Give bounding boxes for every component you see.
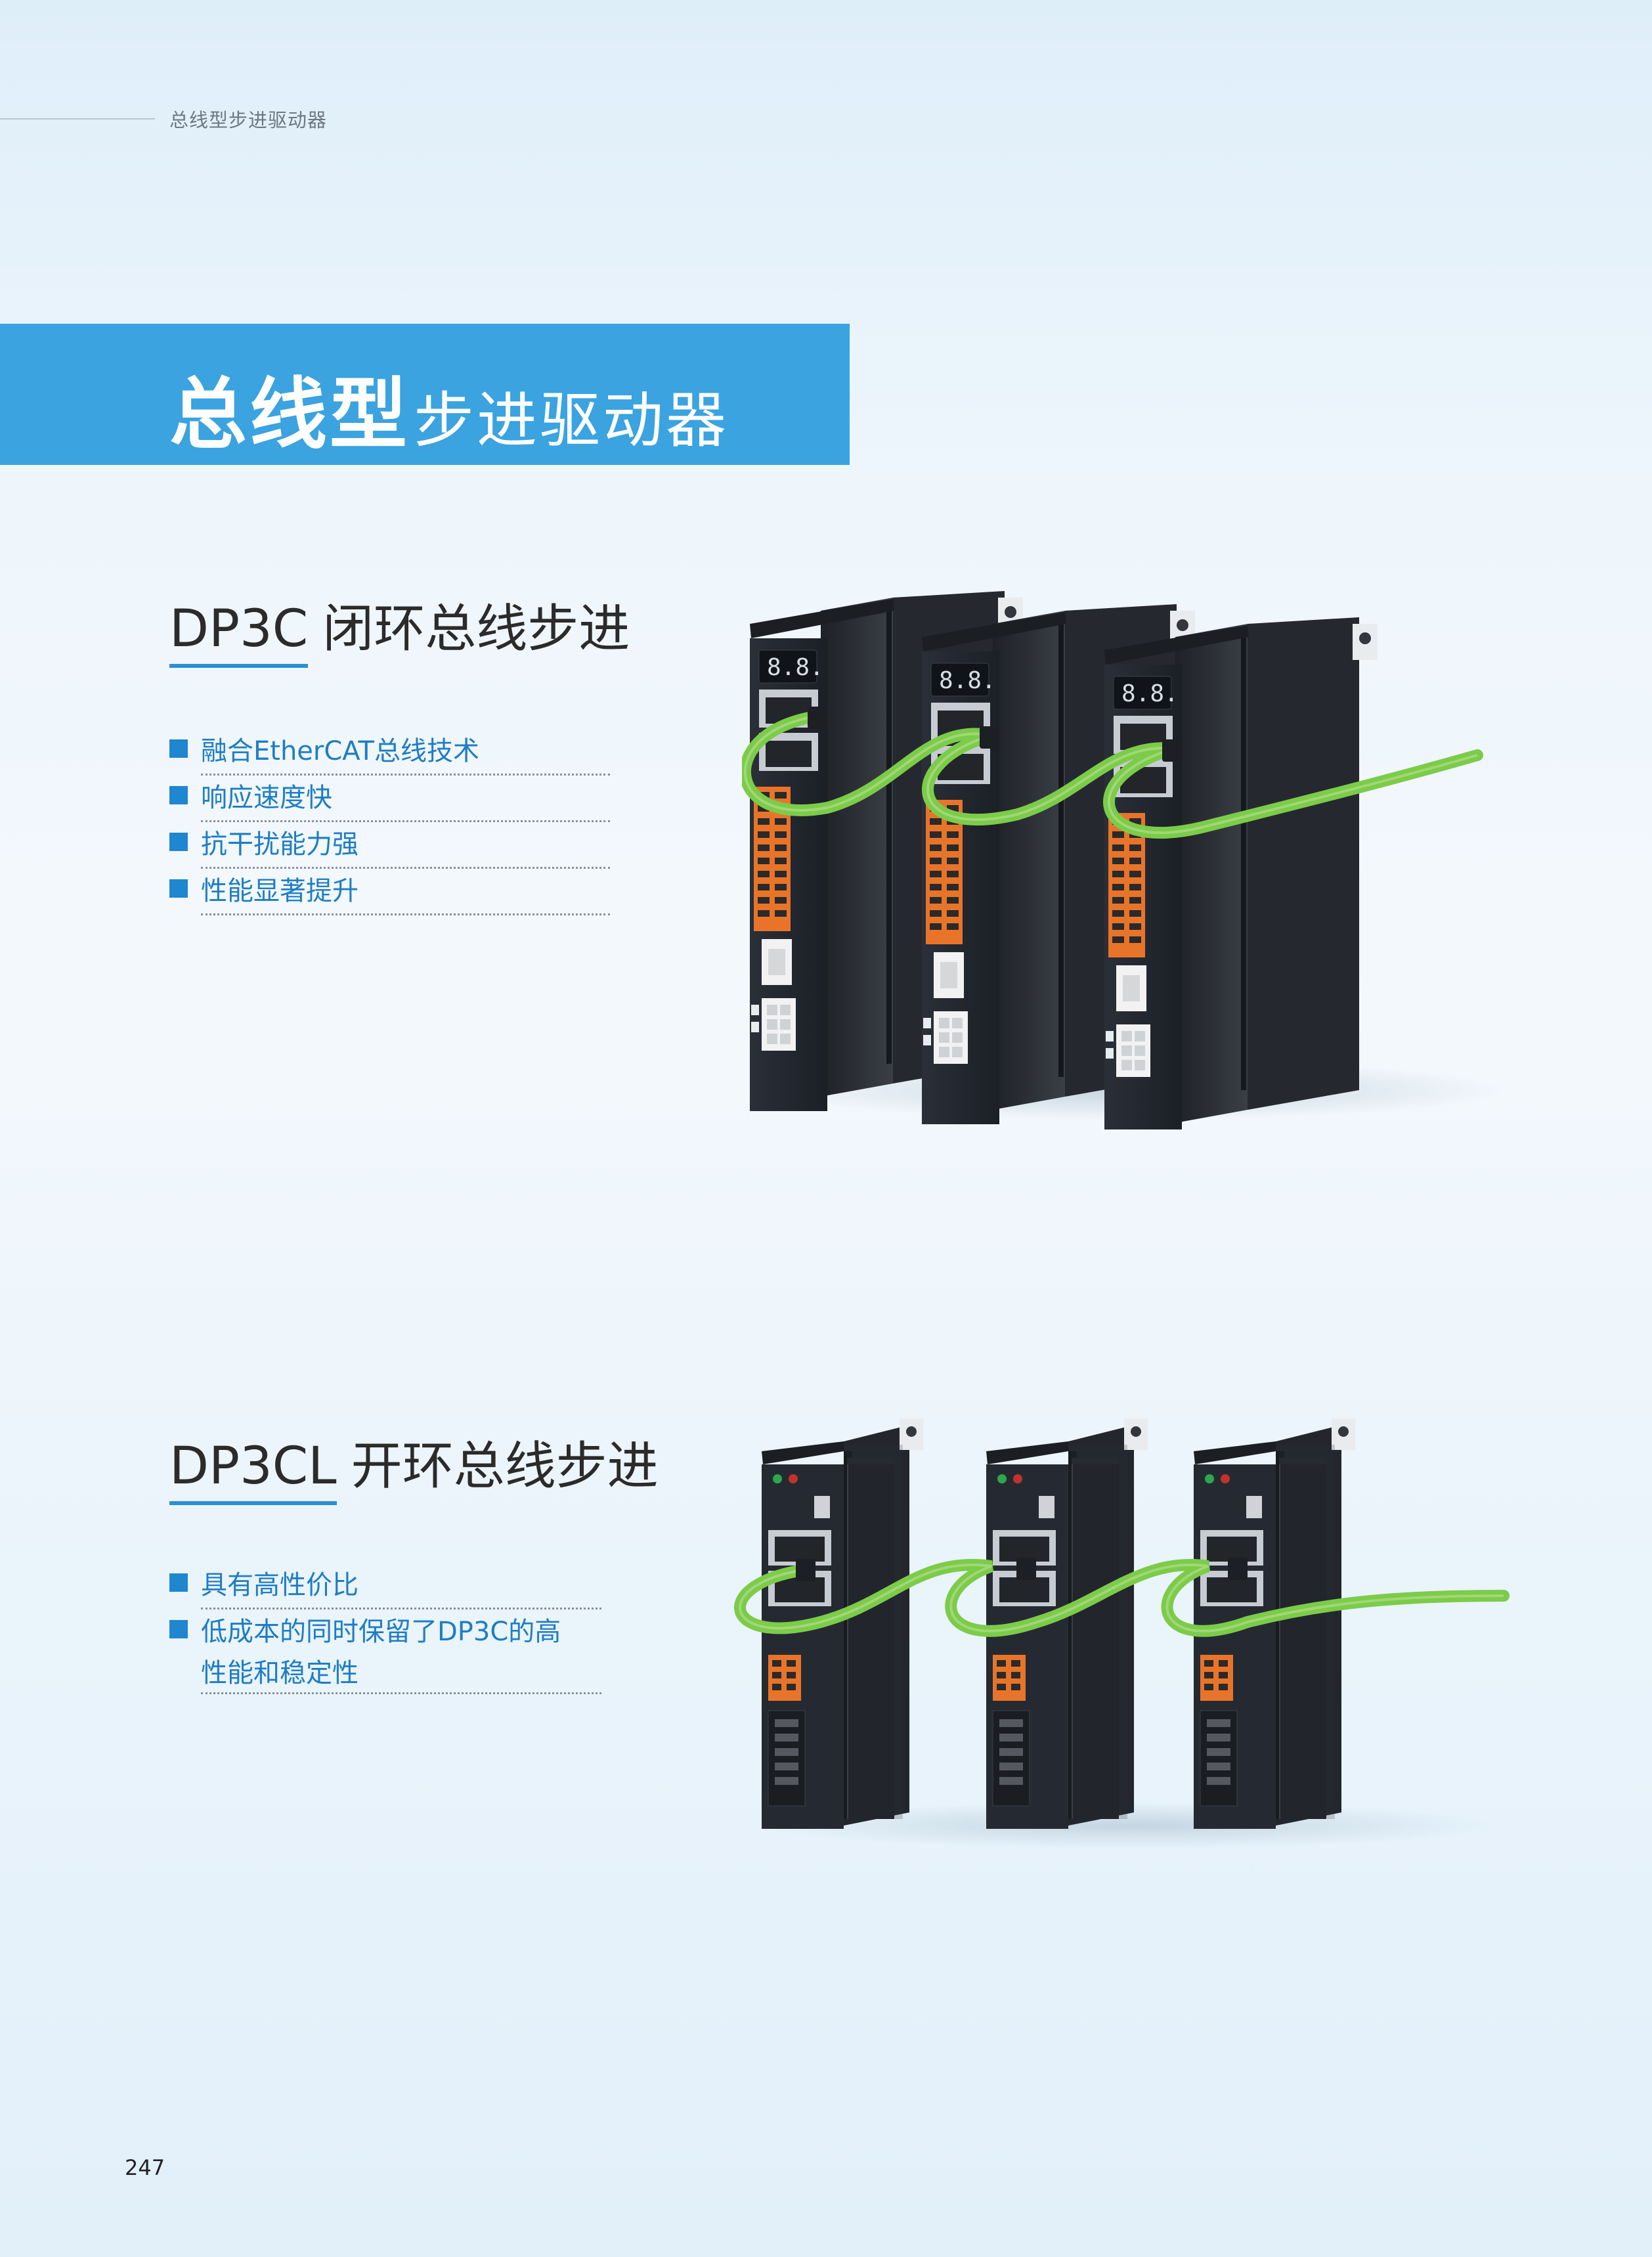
running-header: 总线型步进驱动器 [169,109,328,131]
feature-list-dp3cl: 具有高性价比 低成本的同时保留了DP3C的高 性能和稳定性 [169,1563,601,1694]
feature-list-dp3c: 融合EtherCAT总线技术 响应速度快 抗干扰能力强 性能显著提升 [169,729,610,915]
bullet-square-icon [169,1573,188,1592]
feature-item: 抗干扰能力强 [169,822,610,869]
dp3c-product-image: 8.8. [742,591,1504,1129]
model-description: 开环总线步进 [351,1437,659,1496]
bullet-square-icon [169,879,188,898]
model-name: DP3C [169,600,309,668]
header-rule [0,118,155,120]
title-bold: 总线型 [169,369,410,460]
bullet-square-icon [169,833,188,851]
model-description: 闭环总线步进 [322,600,630,659]
bullet-square-icon [169,786,188,804]
dp3cl-product-image [734,1418,1510,1849]
page-number: 247 [125,2155,165,2180]
feature-item: 性能显著提升 [169,869,610,915]
feature-item: 融合EtherCAT总线技术 [169,729,610,776]
feature-item: 具有高性价比 [169,1563,601,1610]
title-light: 步进驱动器 [414,385,729,456]
bullet-square-icon [169,739,188,758]
feature-item: 性能和稳定性 [169,1654,601,1694]
bullet-square-icon [169,1620,188,1638]
svg-text:8.8.: 8.8. [767,654,824,681]
model-name: DP3CL [169,1437,337,1505]
feature-item: 低成本的同时保留了DP3C的高 [169,1610,601,1654]
page-title: 总线型步进驱动器 [169,351,729,464]
feature-item: 响应速度快 [169,776,610,822]
title-banner [0,324,850,465]
